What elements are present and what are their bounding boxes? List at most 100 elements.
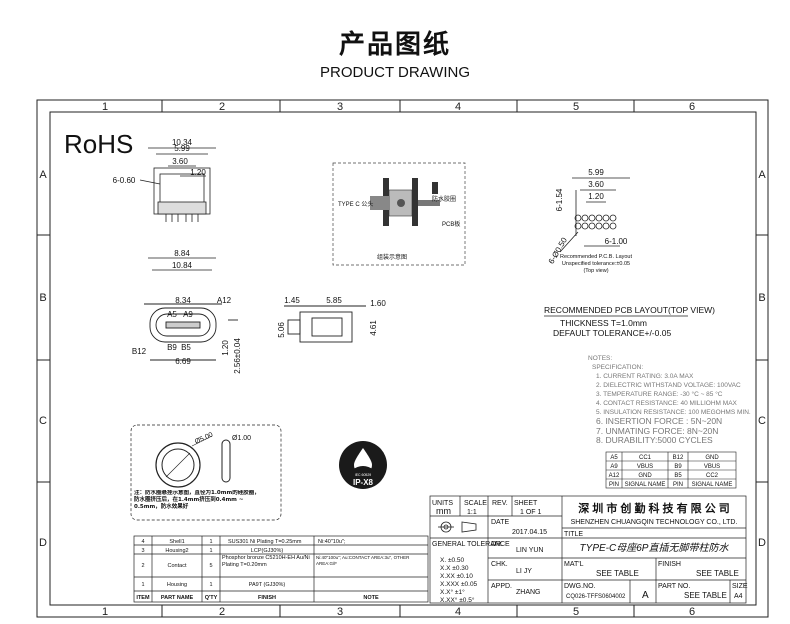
scale-value: 1:1 (467, 509, 477, 516)
dim-label: 3.60 (588, 180, 604, 189)
bom-cell: 1 (209, 548, 212, 554)
assembly-label: PCB板 (442, 220, 460, 228)
ip-badge-bottom: IP-X8 (353, 478, 374, 487)
tolerance-line: X.XX° ±0.5° (440, 596, 475, 604)
pin-cell: SIGNAL NAME (692, 482, 733, 488)
assembly-diagram (332, 162, 466, 266)
pin-cell: CC2 (706, 473, 719, 479)
bom-cell: Housing (167, 582, 187, 588)
dim-label: 3.60 (172, 157, 188, 166)
bom-header: PART NAME (161, 595, 194, 601)
pcb-layout-diagram (559, 177, 630, 253)
assembly-label: TYPE C 公头 (338, 200, 373, 208)
pin-cell: A5 (610, 455, 618, 461)
col-label: 4 (455, 606, 461, 618)
pin-cell: B9 (674, 464, 682, 470)
outer-frame (36, 99, 769, 618)
tolerance-line: X. ±0.50 (440, 557, 465, 564)
pin-cell: A9 (610, 464, 618, 470)
bom-cell: Contact (168, 563, 187, 569)
dim-label: 10.84 (172, 261, 193, 270)
page-title-cn: 产品图纸 (338, 30, 451, 60)
pin-table (605, 451, 737, 489)
bom-cell: PA9T (GJ30%) (249, 582, 286, 588)
bom-cell: Phosphor bronze C5210H-EH Au/Ni Plating … (222, 555, 310, 568)
assembly-label: 防水胶圈 (432, 195, 456, 203)
dim-label: 5.06 (277, 322, 286, 338)
pcb-note-tolerance: DEFAULT TOLERANCE+/-0.05 (553, 328, 671, 338)
assembly-caption: 组装示意图 (377, 253, 407, 261)
partno-value: SEE TABLE (684, 591, 727, 600)
pin-label: B9 (167, 343, 177, 352)
dim-label: 6.69 (175, 357, 191, 366)
pin-label: A12 (217, 296, 232, 305)
sheet-value: 1 OF 1 (520, 509, 542, 516)
note-item: 8. DURABILITY:5000 CYCLES (596, 435, 713, 445)
bom-cell: 1 (141, 582, 144, 588)
ip-x8-badge (339, 441, 387, 489)
dim-label: Ø5.00 (194, 431, 214, 445)
pin-cell: B12 (673, 455, 684, 461)
bom-cell: Housing2 (165, 548, 188, 554)
dr-value: LIN YUN (516, 547, 544, 554)
sheet-label: SHEET (514, 500, 538, 507)
bom-cell: 3 (141, 548, 144, 554)
bom-table (133, 535, 429, 603)
notes-spec: SPECIFICATION: (592, 364, 643, 371)
matl-value: SEE TABLE (596, 569, 639, 578)
tolerance-line: X.X ±0.30 (440, 565, 469, 572)
bom-cell: Ni:40"100u"; Au:CONTACT AREA:3u", OTHER … (316, 555, 410, 566)
note-item: 4. CONTACT RESISTANCE: 40 MILLIOHM MAX (596, 400, 738, 407)
bom-header: Q'TY (205, 595, 218, 601)
col-label: 6 (689, 606, 695, 618)
note-item: 2. DIELECTRIC WITHSTAND VOLTAGE: 100VAC (596, 382, 741, 389)
note-item: 5. INSULATION RESISTANCE: 100 MEGOHMS MI… (596, 409, 751, 416)
pcb-layout-caption: Unspecified tolerance:±0.05 (562, 261, 630, 267)
row-label: A (758, 169, 766, 181)
note-item: 7. UNMATING FORCE: 8N~20N (596, 426, 718, 436)
side-view (284, 305, 366, 343)
row-label: B (758, 292, 765, 304)
title-block (429, 495, 747, 604)
bom-header: NOTE (363, 595, 379, 601)
ip-badge-top: IEC 60529 (355, 473, 372, 477)
units-label: UNITS (432, 500, 453, 507)
row-label: D (39, 537, 47, 549)
matl-label: MAT'L (564, 561, 584, 568)
note-item: 6. INSERTION FORCE : 5N~20N (596, 416, 722, 426)
pcb-note-title: RECOMMENDED PCB LAYOUT(TOP VIEW) (544, 305, 715, 315)
row-label: D (758, 537, 766, 549)
row-label: C (758, 415, 766, 427)
pin-label: B5 (181, 343, 191, 352)
company-name-cn: 深 圳 市 创 勤 科 技 有 限 公 司 (578, 501, 730, 515)
col-label: 3 (337, 606, 343, 618)
col-label: 6 (689, 101, 695, 113)
tolerance-line: X.XXX ±0.05 (440, 581, 478, 588)
pin-cell: PIN (673, 482, 683, 488)
top-view (139, 147, 216, 271)
tolerance-line: X.X° ±1° (440, 588, 465, 596)
notes-title: NOTES: (588, 355, 612, 362)
appd-label: APPD. (491, 583, 512, 590)
rohs-mark: RoHS (64, 129, 133, 159)
col-label: 2 (219, 606, 225, 618)
seal-detail (130, 424, 282, 521)
pin-cell: PIN (609, 482, 619, 488)
row-label: C (39, 415, 47, 427)
col-label: 2 (219, 101, 225, 113)
col-label: 3 (337, 101, 343, 113)
note-item: 3. TEMPERATURE RANGE: -30 °C ~ 85 °C (596, 390, 723, 398)
note-item: 1. CURRENT RATING: 3.0A MAX (596, 373, 694, 380)
dim-label: 4.61 (369, 320, 378, 336)
dwg-label: DWG.NO. (564, 583, 596, 590)
units-value: mm (436, 506, 451, 516)
bom-header: ITEM (136, 595, 150, 601)
pin-label: B12 (132, 347, 147, 356)
dwg-rev: A (642, 590, 649, 601)
company-name-en: SHENZHEN CHUANGQIN TECHNOLOGY CO., LTD. (571, 519, 738, 526)
col-label: 5 (573, 606, 579, 618)
chk-value: LI JY (516, 568, 532, 575)
bom-cell: SUS301 Ni Plating T=0.25mm (228, 539, 302, 545)
dim-label: Ø1.00 (232, 435, 251, 442)
bom-cell: 1 (209, 539, 212, 545)
